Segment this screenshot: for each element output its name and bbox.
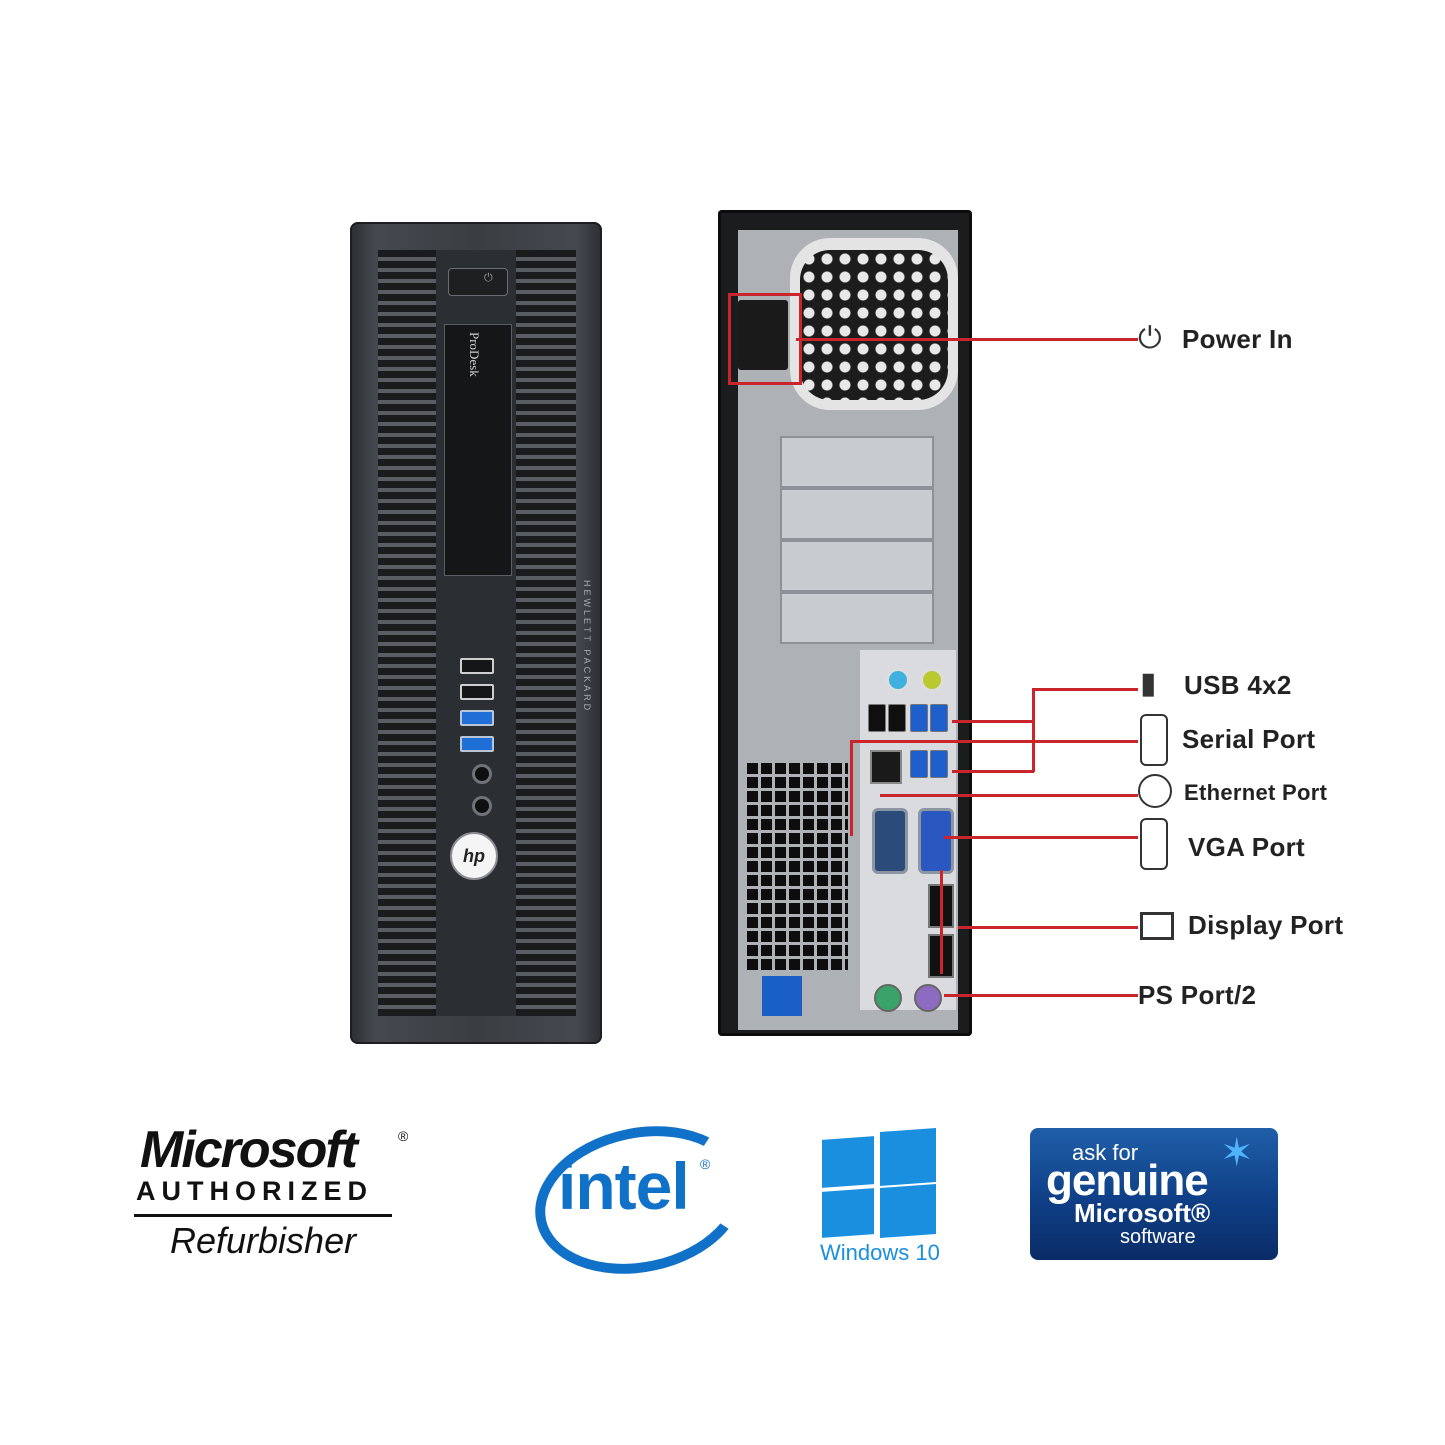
- brand-strip: HEWLETT PACKARD: [582, 580, 592, 714]
- ps2-keyboard-port: [914, 984, 942, 1012]
- callout-line-vga: [944, 836, 1138, 839]
- callout-serial: Serial Port: [1182, 724, 1316, 754]
- windows-10-label: Windows 10: [820, 1240, 940, 1265]
- callout-line-displayport: [958, 926, 1138, 929]
- headphone-jack: [472, 764, 492, 784]
- power-inlet-highlight: [728, 293, 802, 385]
- psu-fan-grille: [800, 250, 948, 400]
- ethernet-icon: [1138, 774, 1172, 808]
- rear-vent: [744, 760, 848, 970]
- front-grille-right: [516, 250, 576, 1016]
- genuine-microsoft-badge: [1030, 1128, 1278, 1260]
- windows-logo-tile: [822, 1136, 874, 1188]
- front-usb-port: [460, 658, 494, 674]
- callout-line-power: [796, 338, 1138, 341]
- microsoft-wordmark: Microsoft: [140, 1121, 358, 1179]
- callout-vga: VGA Port: [1188, 832, 1306, 862]
- callout-line-usb: [1032, 688, 1138, 691]
- front-usb-port: [460, 684, 494, 700]
- serial-icon: [1140, 714, 1168, 766]
- callout-line-serial: [850, 740, 1138, 743]
- vga-connector: [918, 808, 954, 874]
- genuine-line-1: ask for: [1072, 1140, 1139, 1165]
- power-icon: ⏻: [1138, 322, 1162, 355]
- callout-ethernet: Ethernet Port: [1184, 780, 1328, 805]
- front-usb3-port: [460, 710, 494, 726]
- windows-logo-tile: [822, 1188, 874, 1238]
- windows-logo-tile: [880, 1184, 936, 1238]
- expansion-slot: [780, 488, 934, 540]
- vga-icon: [1140, 818, 1168, 870]
- callout-displayport: Display Port: [1188, 910, 1344, 940]
- expansion-slot: [780, 540, 934, 592]
- intel-registered: ®: [700, 1156, 711, 1172]
- callout-line-usb: [952, 720, 1034, 723]
- expansion-slot: [780, 436, 934, 488]
- rear-usb-port: [888, 704, 906, 732]
- star-icon: ✶: [1220, 1131, 1254, 1175]
- ethernet-jack: [870, 750, 902, 784]
- callout-line-ps2: [944, 994, 1138, 997]
- power-button[interactable]: [448, 268, 508, 296]
- windows-pro-badge: [762, 976, 802, 1016]
- callout-line-usb: [952, 770, 1034, 773]
- front-grille-left: [378, 250, 438, 1016]
- front-usb3-port: [460, 736, 494, 752]
- callout-ps2: PS Port/2: [1138, 980, 1257, 1010]
- genuine-line-3: Microsoft®: [1074, 1198, 1211, 1228]
- rear-usb-port: [868, 704, 886, 732]
- audio-line-in: [886, 668, 910, 692]
- microsoft-registered: ®: [398, 1128, 409, 1144]
- callout-line-ethernet: [880, 794, 1138, 797]
- microsoft-refurbisher: Refurbisher: [170, 1220, 357, 1261]
- rear-usb3-port: [930, 750, 948, 778]
- usb-icon: ▮: [1140, 667, 1157, 700]
- microsoft-authorized: AUTHORIZED: [136, 1176, 373, 1206]
- rear-usb3-port: [930, 704, 948, 732]
- windows-logo-tile: [880, 1128, 936, 1186]
- microphone-jack: [472, 796, 492, 816]
- expansion-slot: [780, 592, 934, 644]
- microsoft-divider: [134, 1214, 392, 1217]
- power-icon: ⏻: [484, 272, 493, 284]
- callout-power-in: Power In: [1182, 324, 1293, 354]
- callout-line-displayport: [940, 870, 943, 974]
- ps2-mouse-port: [874, 984, 902, 1012]
- serial-connector: [872, 808, 908, 874]
- audio-line-out: [920, 668, 944, 692]
- callout-usb: USB 4x2: [1184, 670, 1292, 700]
- callout-line-serial: [850, 740, 853, 836]
- model-label: ProDesk: [467, 332, 482, 377]
- intel-wordmark: intel: [558, 1149, 690, 1223]
- monitor-icon: [1140, 912, 1174, 940]
- optical-drive: [444, 324, 512, 576]
- power-inlet: [738, 300, 788, 370]
- hp-logo: hp: [450, 832, 498, 880]
- rear-usb3-port: [910, 750, 928, 778]
- rear-usb3-port: [910, 704, 928, 732]
- callout-line-usb: [1032, 688, 1035, 772]
- genuine-line-2: genuine: [1046, 1156, 1209, 1205]
- genuine-line-4: software: [1120, 1226, 1196, 1248]
